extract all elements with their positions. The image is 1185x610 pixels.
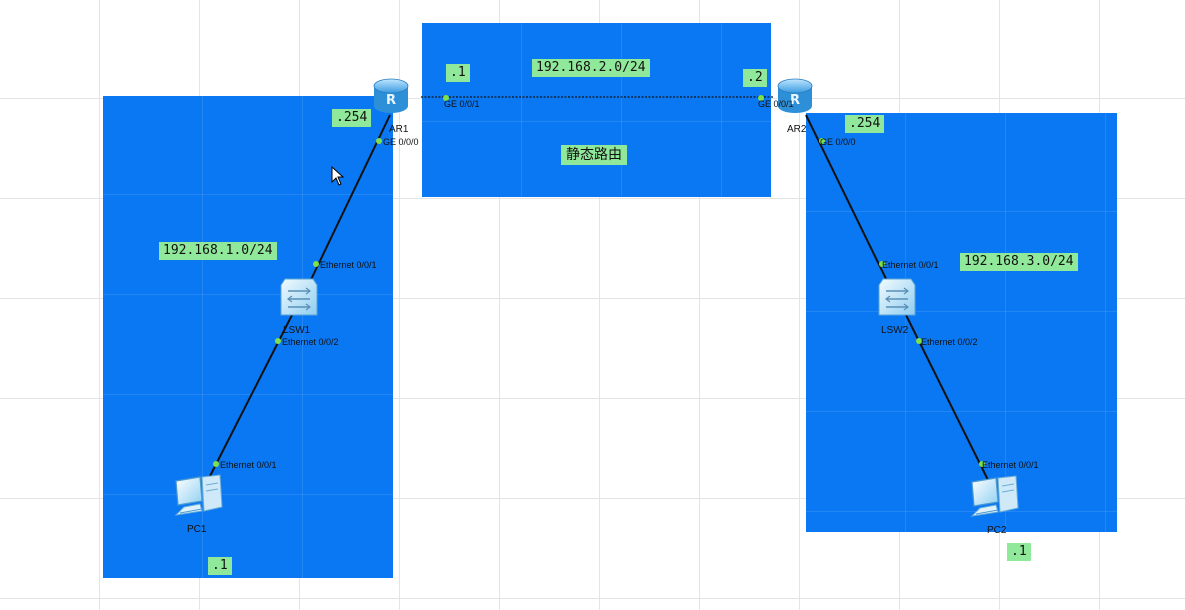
port-label-lsw2-e002: Ethernet 0/0/2 — [921, 337, 978, 347]
port-dot — [879, 261, 885, 267]
port-label-pc2-e001: Ethernet 0/0/1 — [982, 460, 1039, 470]
pc-icon — [174, 474, 223, 516]
subnet-label-lan-3[interactable]: 192.168.3.0/24 — [960, 253, 1078, 271]
device-label-lsw2: LSW2 — [881, 325, 909, 336]
mouse-pointer-icon — [331, 165, 345, 191]
device-label-lsw1: LSW1 — [283, 325, 311, 336]
port-label-lsw1-e001: Ethernet 0/0/1 — [320, 260, 377, 270]
port-label-lsw1-e002: Ethernet 0/0/2 — [282, 337, 339, 347]
link-ar1-lsw1[interactable] — [306, 114, 391, 289]
port-label-ar2-ge000: GE 0/0/0 — [820, 137, 856, 147]
link-ar2-lsw2[interactable] — [805, 114, 891, 288]
ip-host-ar2-wan[interactable]: .2 — [743, 69, 767, 87]
svg-text:R: R — [790, 93, 800, 108]
port-dot — [213, 461, 219, 467]
port-dot — [979, 461, 985, 467]
pc-icon — [970, 475, 1019, 517]
port-label-ar1-ge000: GE 0/0/0 — [383, 137, 419, 147]
static-route-label[interactable]: 静态路由 — [561, 145, 627, 165]
port-dot — [443, 95, 449, 101]
switch-lsw1[interactable] — [279, 277, 319, 324]
router-icon: R — [777, 78, 813, 113]
router-ar1[interactable]: R — [372, 74, 410, 123]
ip-host-ar1-wan[interactable]: .1 — [446, 64, 470, 82]
device-label-pc2: PC2 — [987, 525, 1007, 536]
device-label-ar1: AR1 — [389, 124, 409, 135]
ip-host-pc1[interactable]: .1 — [208, 557, 232, 575]
port-label-lsw2-e001: Ethernet 0/0/1 — [882, 260, 939, 270]
switch-icon — [878, 278, 916, 316]
svg-text:R: R — [386, 93, 396, 108]
port-label-ar1-ge001: GE 0/0/1 — [444, 99, 480, 109]
ip-host-pc2[interactable]: .1 — [1007, 543, 1031, 561]
device-label-pc1: PC1 — [187, 524, 207, 535]
switch-icon — [280, 278, 318, 316]
ip-host-ar2-lan[interactable]: .254 — [845, 115, 885, 133]
port-dot — [819, 138, 825, 144]
port-label-pc1-e001: Ethernet 0/0/1 — [220, 460, 277, 470]
pc-pc2[interactable] — [968, 472, 1022, 527]
port-label-ar2-ge001: GE 0/0/1 — [758, 99, 794, 109]
subnet-label-lan-1[interactable]: 192.168.1.0/24 — [159, 242, 277, 260]
port-dot — [275, 338, 281, 344]
pc-pc1[interactable] — [172, 471, 226, 526]
router-icon: R — [373, 78, 409, 113]
device-label-ar2: AR2 — [787, 124, 807, 135]
switch-lsw2[interactable] — [877, 277, 917, 324]
port-dot — [376, 138, 382, 144]
port-dot — [313, 261, 319, 267]
router-ar2[interactable]: R — [776, 74, 814, 123]
ip-host-ar1-lan[interactable]: .254 — [332, 109, 372, 127]
port-dot — [916, 338, 922, 344]
subnet-label-wan[interactable]: 192.168.2.0/24 — [532, 59, 650, 77]
port-dot — [758, 95, 764, 101]
